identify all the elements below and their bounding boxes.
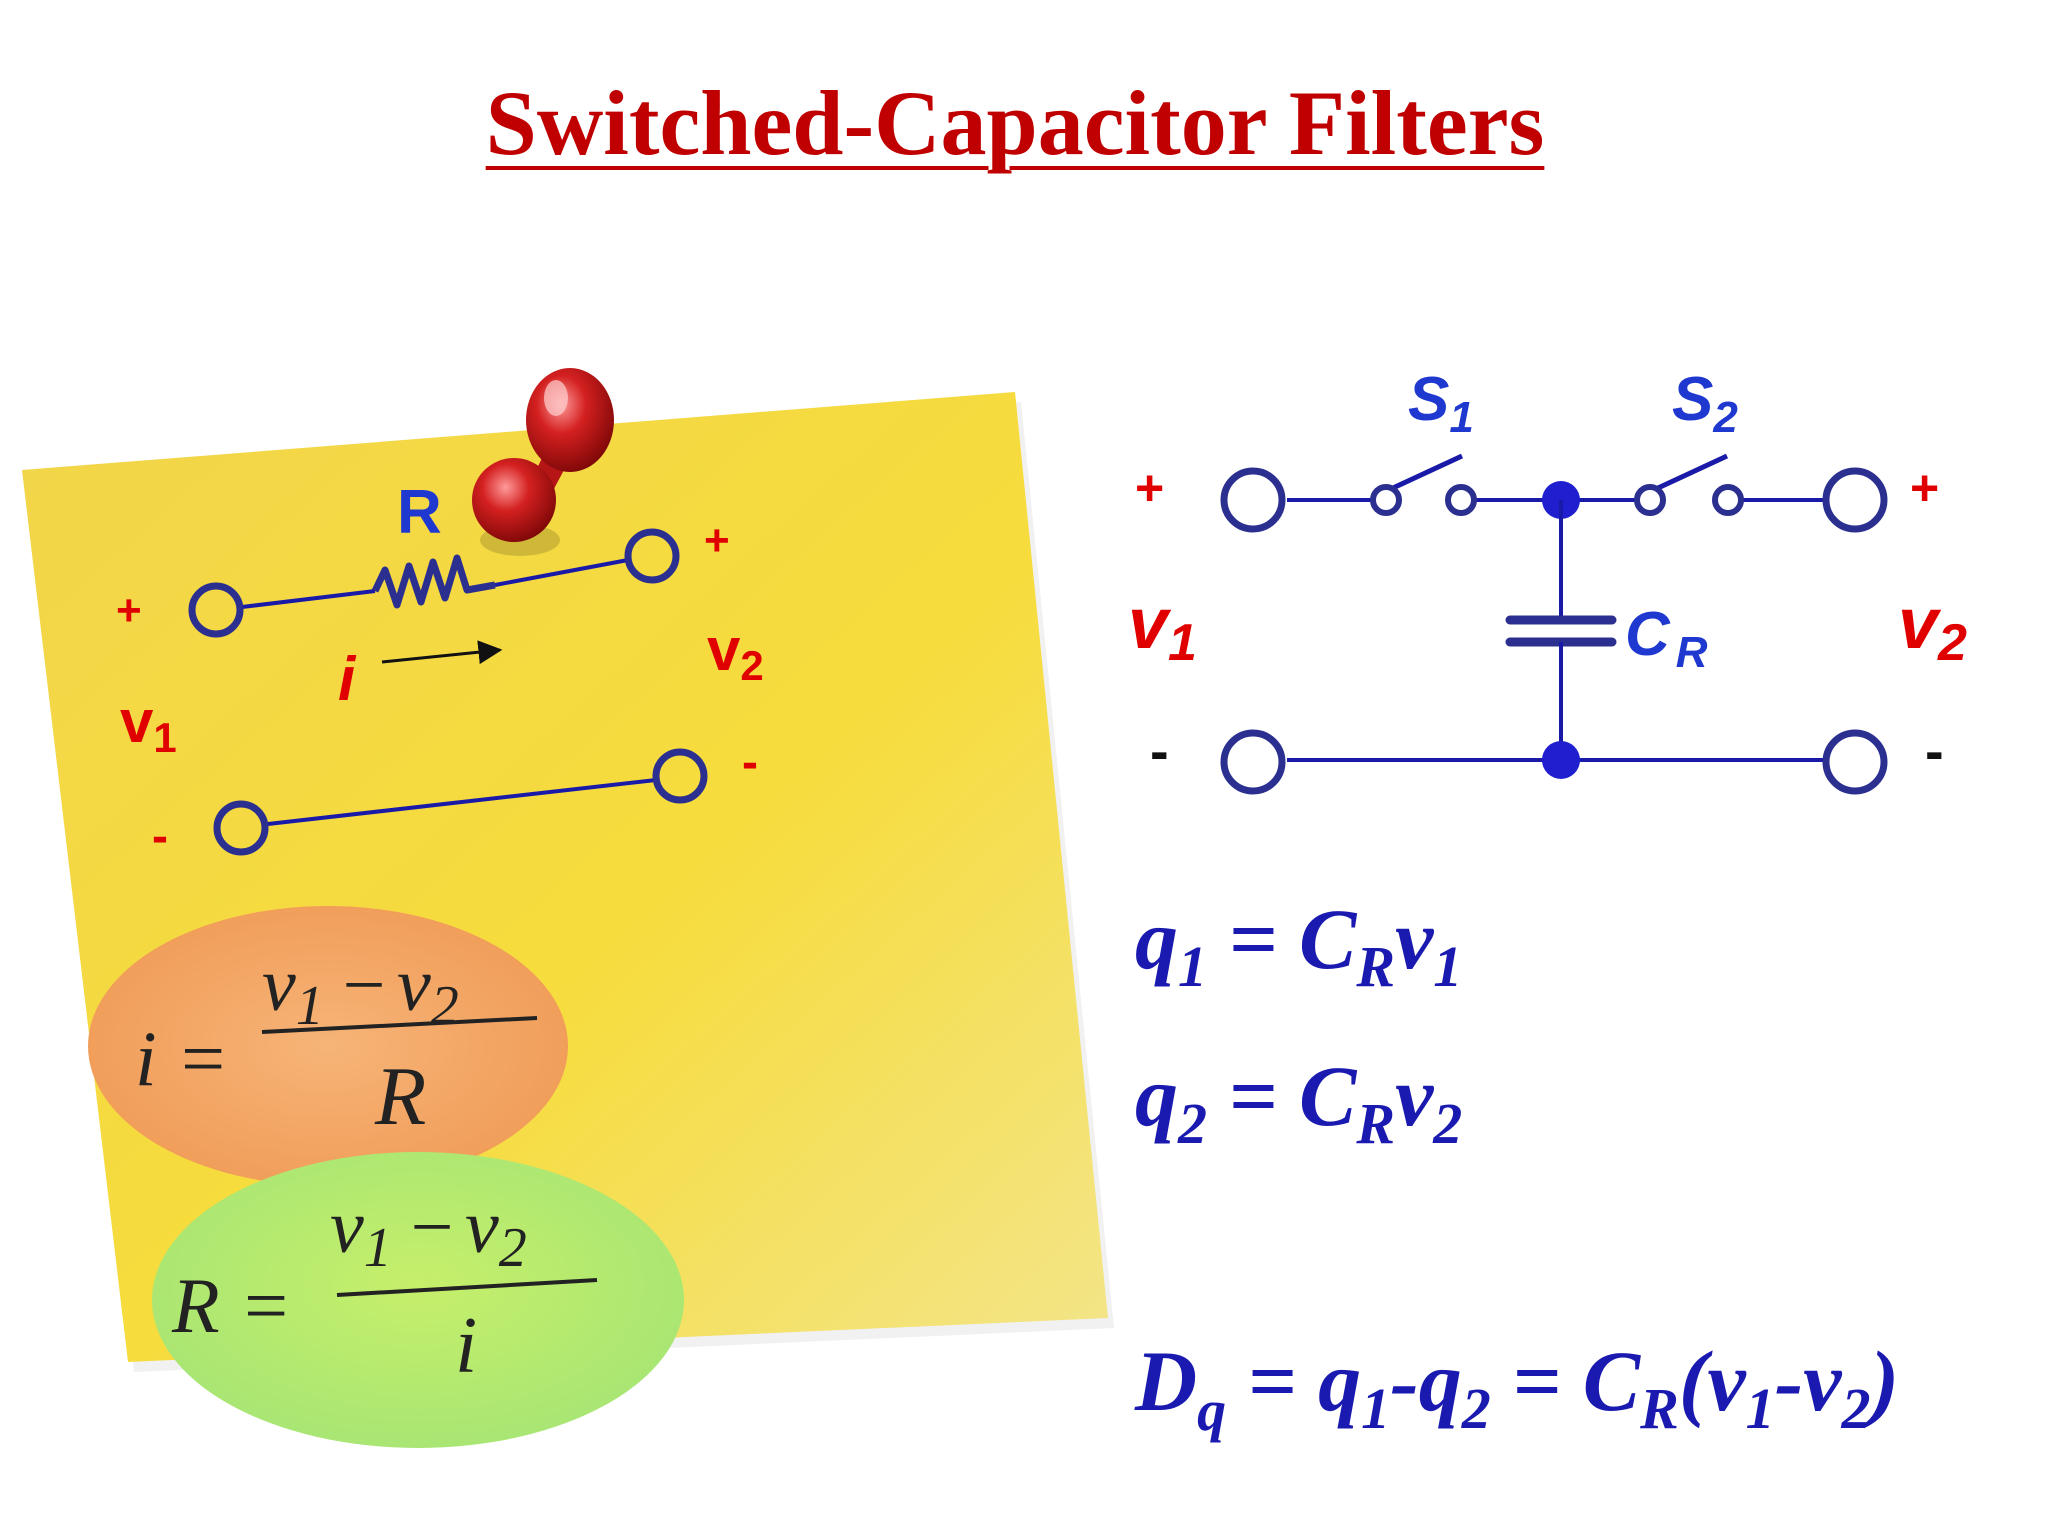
sc-plus-left: +: [1135, 460, 1164, 516]
current-formula: i = v1−v2 R: [88, 906, 568, 1186]
page-title: Switched-Capacitor Filters: [485, 72, 1545, 174]
resistor-label: R: [397, 478, 442, 547]
resistor-circuit: R i + + - - v1 v2: [116, 478, 764, 863]
current-formula-bar: [261, 1016, 538, 1034]
equation-q1: q1 = CRv1: [1135, 891, 1462, 999]
s2-label: S2: [1672, 365, 1738, 442]
terminal-out-bottom: [1822, 729, 1888, 795]
current-arrow: [381, 640, 503, 665]
charge-equations: q1 = CRv1 q2 = CRv2 Dq = q1-q2 = CR(v1-v…: [1134, 891, 1899, 1443]
resistance-formula: R = v1−v2 i: [152, 1152, 684, 1448]
sc-plus-right: +: [1910, 460, 1939, 516]
orange-ellipse: [88, 906, 568, 1186]
resistance-formula-bar: [336, 1278, 598, 1297]
minus-right: -: [742, 736, 758, 789]
sc-minus-right: -: [1925, 719, 1944, 782]
equation-q2: q2 = CRv2: [1135, 1048, 1462, 1156]
current-formula-denominator: R: [374, 1050, 426, 1143]
v1-label: v1: [120, 688, 177, 761]
s1-label: S1: [1408, 365, 1474, 442]
resistance-formula-numerator: v1−v2: [330, 1185, 527, 1279]
sc-minus-left: -: [1150, 719, 1169, 782]
resistor-symbol: [371, 554, 496, 609]
node-bottom: [1542, 741, 1580, 779]
current-formula-lhs: i =: [135, 1015, 229, 1102]
sc-v1-label: v1: [1128, 584, 1197, 672]
terminal-top-right: [624, 528, 680, 584]
terminal-top-left: [188, 582, 244, 638]
switch-s2: [1656, 453, 1729, 491]
terminal-in-top: [1220, 467, 1286, 533]
resistance-formula-lhs: R =: [171, 1262, 292, 1349]
push-pin-icon: [472, 368, 614, 556]
switch-s1: [1391, 453, 1464, 491]
terminal-out-top: [1822, 467, 1888, 533]
equation-dq: Dq = q1-q2 = CR(v1-v2): [1134, 1333, 1899, 1443]
terminal-bottom-left: [213, 800, 269, 856]
current-label: i: [338, 645, 357, 714]
green-ellipse: [152, 1152, 684, 1448]
terminal-bottom-right: [652, 748, 708, 804]
plus-left: +: [116, 586, 142, 635]
plus-right: +: [704, 516, 730, 565]
minus-left: -: [152, 810, 168, 863]
resistance-formula-denominator: i: [455, 1302, 477, 1390]
terminal-in-bottom: [1220, 729, 1286, 795]
current-formula-numerator: v1−v2: [262, 943, 459, 1037]
v2-label: v2: [707, 616, 764, 689]
sc-v2-label: v2: [1898, 584, 1967, 672]
